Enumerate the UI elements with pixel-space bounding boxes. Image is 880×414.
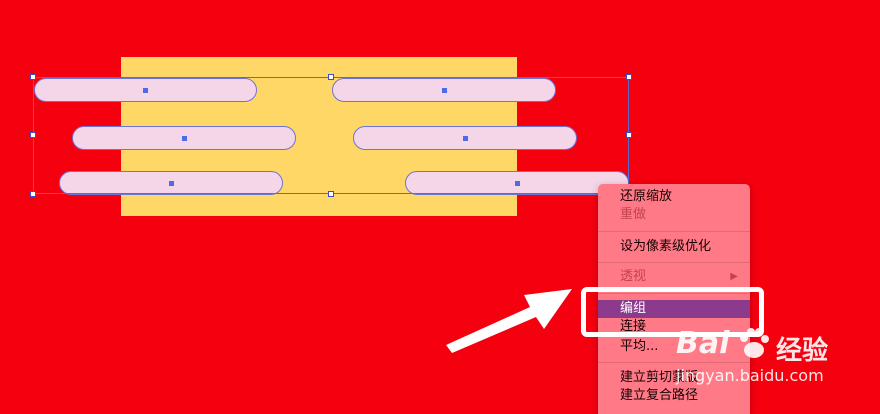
- menu-separator: [598, 362, 750, 363]
- baidu-watermark: Bai 经验 jingyan.baidu.com: [676, 316, 876, 406]
- selection-handle-middle-right[interactable]: [626, 132, 632, 138]
- menu-item-label: 编组: [620, 301, 647, 316]
- selection-bounding-box: [33, 77, 629, 194]
- menu-item-join[interactable]: 连接: [598, 318, 750, 336]
- selection-handle-top-middle[interactable]: [328, 74, 334, 80]
- menu-item-label: 建立复合路径: [620, 388, 699, 403]
- rounded-rect-5[interactable]: [59, 171, 283, 195]
- menu-item-label: 设为像素级优化: [620, 239, 712, 254]
- rounded-rect-4[interactable]: [353, 126, 577, 150]
- menu-item-label: 透视: [620, 269, 647, 284]
- menu-item-make-compound-path[interactable]: 建立复合路径: [598, 387, 750, 405]
- selection-handle-bottom-middle[interactable]: [328, 191, 334, 197]
- selection-handle-middle-left[interactable]: [30, 132, 36, 138]
- menu-item-average[interactable]: 平均...: [598, 338, 750, 356]
- watermark-brand-right: 经验: [776, 336, 829, 366]
- selection-handle-top-right[interactable]: [626, 74, 632, 80]
- rounded-rect-3[interactable]: [72, 126, 296, 150]
- center-point: [514, 180, 520, 186]
- rounded-rect-1[interactable]: [34, 78, 257, 102]
- menu-item-label: 重做: [620, 207, 647, 222]
- watermark-brand-left: Bai: [676, 326, 730, 361]
- menu-item-redo[interactable]: 重做: [598, 206, 750, 224]
- watermark-url: jingyan.baidu.com: [676, 366, 824, 385]
- center-point: [181, 135, 187, 141]
- menu-item-label: 还原缩放: [620, 189, 673, 204]
- selection-handle-top-left[interactable]: [30, 74, 36, 80]
- context-menu: 还原缩放 重做 设为像素级优化 透视 ▶ 编组 连接 平均... 建立剪切蒙版 建…: [598, 184, 750, 414]
- center-point: [168, 180, 174, 186]
- menu-item-label: 连接: [620, 319, 647, 334]
- menu-separator: [598, 293, 750, 294]
- rounded-rect-2[interactable]: [332, 78, 556, 102]
- center-point: [441, 87, 447, 93]
- center-point: [143, 87, 148, 93]
- menu-item-perspective[interactable]: 透视 ▶: [598, 268, 750, 286]
- paw-icon: [740, 328, 769, 358]
- submenu-arrow-icon: ▶: [730, 271, 738, 282]
- menu-item-make-clipping-mask[interactable]: 建立剪切蒙版: [598, 369, 750, 387]
- menu-separator: [598, 262, 750, 263]
- menu-item-label: 建立剪切蒙版: [620, 370, 699, 385]
- menu-item-pixel-optimize[interactable]: 设为像素级优化: [598, 238, 750, 256]
- annotation-arrow-icon: [446, 289, 572, 353]
- menu-separator: [598, 231, 750, 232]
- menu-item-label: 平均...: [620, 339, 659, 354]
- selection-handle-bottom-left[interactable]: [30, 191, 36, 197]
- center-point: [462, 135, 468, 141]
- rounded-rect-6[interactable]: [405, 171, 629, 195]
- menu-item-group[interactable]: 编组: [598, 300, 750, 318]
- menu-item-reset-zoom[interactable]: 还原缩放: [598, 188, 750, 206]
- annotation-highlight-frame: [581, 287, 764, 337]
